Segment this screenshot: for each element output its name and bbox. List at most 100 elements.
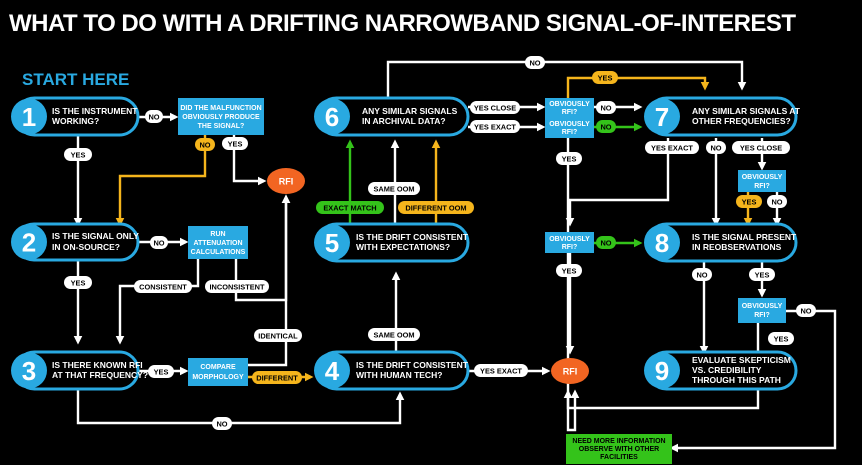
step-number: 5 <box>325 228 339 258</box>
edge-3-no <box>76 390 405 425</box>
pill-no: NO <box>706 141 726 154</box>
answer-labels: NO YES YES NO YES CONSISTENT INCONSISTEN… <box>64 56 816 430</box>
label-text: YES EXACT <box>480 367 522 376</box>
pill-yes: YES <box>222 137 248 150</box>
pill-yes-exact: YES EXACT <box>470 120 520 133</box>
pill-yes-exact: YES EXACT <box>474 364 528 377</box>
label-text: SAME OOM <box>373 331 414 340</box>
label-text: FACILITIES <box>600 454 638 461</box>
label-text: INCONSISTENT <box>209 283 265 292</box>
edge-malfunction-no <box>115 135 207 227</box>
label-text: ATTENUATION <box>193 240 242 247</box>
pill-yes-close: YES CLOSE <box>732 141 790 154</box>
label-text: MORPHOLOGY <box>192 374 244 381</box>
label-text: YES <box>562 267 577 276</box>
pill-yes-yellow: YES <box>592 71 618 84</box>
step-1: 1 IS THE INSTRUMENT WORKING? <box>11 96 140 137</box>
label-text: RUN <box>210 231 225 238</box>
label-text: OBSERVE WITH OTHER <box>579 446 659 453</box>
step-question-line: IN REOBSERVATIONS <box>692 242 782 252</box>
pill-no-green: NO <box>596 120 616 133</box>
label-text: OBVIOUSLY <box>549 121 590 128</box>
edge-malfunction-yes <box>232 135 267 186</box>
pill-no: NO <box>692 268 712 281</box>
obviously-rfi-box: OBVIOUSLY RFI? <box>545 232 594 253</box>
pill-no: NO <box>145 110 163 123</box>
label-text: CONSISTENT <box>139 283 187 292</box>
pill-different: DIFFERENT <box>252 371 302 384</box>
label-text: OBVIOUSLY <box>742 303 783 310</box>
label-text: RFI? <box>754 183 770 190</box>
pill-no: NO <box>150 236 168 249</box>
label-text: DIFFERENT <box>256 374 298 383</box>
diagram-title: WHAT TO DO WITH A DRIFTING NARROWBAND SI… <box>9 10 796 37</box>
pill-yes: YES <box>148 365 174 378</box>
pill-no: NO <box>525 56 545 69</box>
pill-yes: YES <box>749 268 775 281</box>
step-number: 4 <box>325 356 340 386</box>
obviously-rfi-box: OBVIOUSLY RFI? <box>545 98 594 118</box>
step-question-line: ANY SIMILAR SIGNALS <box>362 106 458 116</box>
pill-consistent: CONSISTENT <box>134 280 192 293</box>
step-number: 6 <box>325 102 339 132</box>
pill-no-green: NO <box>596 236 616 249</box>
step-9: 9 EVALUATE SKEPTICISM VS. CREDIBILITY TH… <box>644 350 798 391</box>
label-text: NO <box>771 198 782 207</box>
step-question-line: EVALUATE SKEPTICISM <box>692 355 791 365</box>
start-here-label: START HERE <box>22 70 129 89</box>
label-text: YES <box>742 198 757 207</box>
need-more-info-box: NEED MORE INFORMATION OBSERVE WITH OTHER… <box>566 434 672 464</box>
step-number: 1 <box>22 102 36 132</box>
label-text: YES EXACT <box>651 144 693 153</box>
label-text: COMPARE <box>200 364 236 371</box>
step-question-line: VS. CREDIBILITY <box>692 365 762 375</box>
pill-yes: YES <box>64 276 92 289</box>
pill-inconsistent: INCONSISTENT <box>205 280 269 293</box>
pill-no: NO <box>767 195 787 208</box>
edge-identical <box>248 194 291 367</box>
step-3: 3 IS THERE KNOWN RFI AT THAT FREQUENCY? <box>11 350 148 391</box>
step-question-line: IS THE INSTRUMENT <box>52 106 138 116</box>
label-text: RFI <box>279 177 294 187</box>
label-text: YES <box>755 271 770 280</box>
step-question-line: AT THAT FREQUENCY? <box>52 370 148 380</box>
label-text: YES EXACT <box>474 123 516 132</box>
label-text: OBVIOUSLY <box>549 101 590 108</box>
label-text: NO <box>153 239 164 248</box>
step-number: 7 <box>655 102 669 132</box>
label-text: YES CLOSE <box>740 144 782 153</box>
edge-obv-b-yes <box>566 137 580 432</box>
edge-consistent <box>115 259 200 345</box>
step-6: 6 ANY SIMILAR SIGNALS IN ARCHIVAL DATA? <box>314 96 470 137</box>
step-question-line: ANY SIMILAR SIGNALS AT <box>692 106 801 116</box>
step-question-line: IS THE SIGNAL PRESENT <box>692 232 797 242</box>
pill-different-oom: DIFFERENT OOM <box>398 201 474 214</box>
label-text: NO <box>199 141 210 150</box>
label-text: RFI? <box>562 109 578 116</box>
step-question-line: OTHER FREQUENCIES? <box>692 116 791 126</box>
step-7: 7 ANY SIMILAR SIGNALS AT OTHER FREQUENCI… <box>644 96 801 137</box>
pill-no-yellow: NO <box>195 138 215 151</box>
pill-same-oom: SAME OOM <box>368 182 420 195</box>
label-text: IDENTICAL <box>258 332 298 341</box>
edge-7-yes-exact <box>565 138 670 227</box>
step-question-line: IS THERE KNOWN RFI <box>52 360 143 370</box>
label-text: YES CLOSE <box>474 104 516 113</box>
step-question-line: IN ON-SOURCE? <box>52 242 120 252</box>
step-question-line: IN ARCHIVAL DATA? <box>362 116 446 126</box>
label-text: YES <box>228 140 243 149</box>
label-text: YES <box>598 74 613 83</box>
label-text: NEED MORE INFORMATION <box>572 438 665 445</box>
label-text: RFI? <box>562 129 578 136</box>
rfi-terminal: RFI <box>551 358 589 384</box>
label-text: EXACT MATCH <box>323 204 376 213</box>
pill-identical: IDENTICAL <box>254 329 302 342</box>
label-text: NO <box>600 239 611 248</box>
rfi-terminal: RFI <box>267 168 305 194</box>
pill-yes-exact: YES EXACT <box>645 141 699 154</box>
step-question-line: IS THE DRIFT CONSISTENT <box>356 360 469 370</box>
label-text: DIFFERENT OOM <box>405 204 466 213</box>
pill-no: NO <box>596 101 616 114</box>
step-question-line: IS THE DRIFT CONSISTENT <box>356 232 469 242</box>
